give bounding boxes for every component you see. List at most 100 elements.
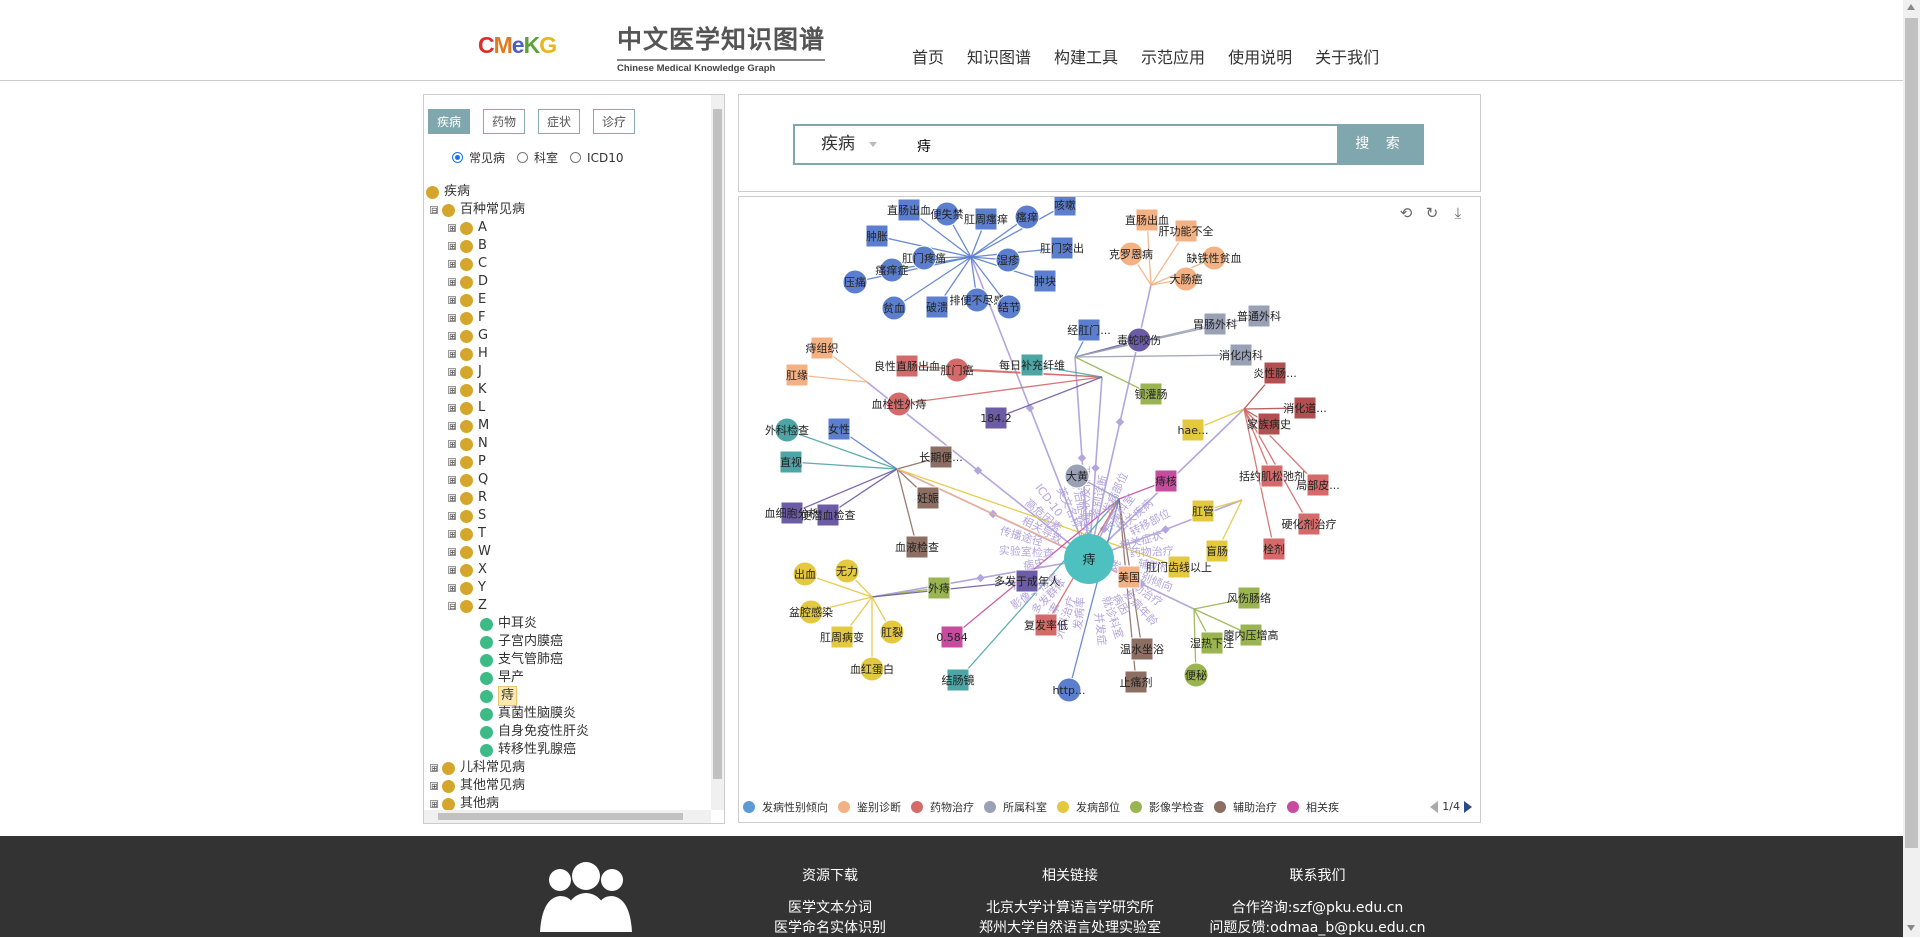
legend-item[interactable]: 发病性别倾向 [743,799,828,815]
tree-toggle-icon[interactable]: ⊞ [448,260,456,269]
search-button[interactable]: 搜 索 [1337,124,1424,165]
radio-department-label[interactable]: 科室 [534,151,559,165]
graph-node-square[interactable] [1033,269,1057,293]
graph-node-circle[interactable] [798,599,824,625]
download-icon[interactable]: ⤓ [1454,204,1462,222]
graph-node-square[interactable] [946,668,970,692]
graph-node-square[interactable] [1247,304,1271,328]
tree-toggle-icon[interactable]: ⊞ [448,422,456,431]
tree-toggle-icon[interactable]: ⊞ [448,476,456,485]
tree-scroll-thumb[interactable] [713,109,722,779]
nav-instructions[interactable]: 使用说明 [1228,48,1293,67]
tree-toggle-icon[interactable]: ⊞ [448,566,456,575]
graph-node-square[interactable] [905,535,929,559]
graph-node-square[interactable] [1117,565,1141,589]
graph-node-square[interactable] [1205,539,1229,563]
graph-node-square[interactable] [1020,353,1044,377]
knowledge-graph-canvas[interactable]: 临床症状及体征鉴别诊断发病部位所属科室相关疾病转移部位相关症状药物治疗辅助检查发… [739,197,1480,797]
graph-node-circle[interactable] [944,357,970,383]
graph-node-square[interactable] [929,445,953,469]
graph-node-square[interactable] [1293,396,1317,420]
legend-item[interactable]: 影像学检查 [1130,799,1204,815]
tree-leaf[interactable]: 早产 [480,669,524,687]
tree-toggle-icon[interactable]: ⊞ [448,296,456,305]
graph-center-node[interactable] [1064,534,1114,584]
legend-item[interactable]: 相关疾 [1287,799,1339,815]
graph-node-square[interactable] [1200,631,1224,655]
tree-toggle-icon[interactable]: ⊟ [430,206,438,215]
graph-node-square[interactable] [895,354,919,378]
graph-node-square[interactable] [830,625,854,649]
graph-node-square[interactable] [1191,499,1215,523]
graph-node-square[interactable] [780,501,804,525]
tree-toggle-icon[interactable]: ⊞ [448,458,456,467]
tree-letter[interactable]: ⊞A [448,219,487,237]
legend-item[interactable]: 药物治疗 [911,799,974,815]
tab-drug[interactable]: 药物 [483,109,526,134]
tree-toggle-icon[interactable]: ⊞ [448,404,456,413]
graph-node-square[interactable] [1181,418,1205,442]
tree-group[interactable]: ⊟百种常见病 [430,201,525,219]
tree-toggle-icon[interactable]: ⊞ [448,314,456,323]
tree-toggle-icon[interactable]: ⊞ [448,494,456,503]
footer-link[interactable]: 郑州大学自然语言处理实验室 [979,920,1161,936]
undo-icon[interactable]: ⟲ [1399,204,1413,222]
tree-leaf[interactable]: 转移性乳腺癌 [480,741,576,759]
graph-node-square[interactable] [1203,312,1227,336]
search-input[interactable] [915,134,1339,158]
graph-node-square[interactable] [785,363,809,387]
scroll-down-arrow[interactable] [1907,925,1915,931]
graph-node-square[interactable] [1015,569,1039,593]
radio-icd10[interactable] [570,152,582,163]
graph-node-square[interactable] [1260,464,1284,488]
tree-leaf[interactable]: 痔 [480,686,518,706]
graph-node-circle[interactable] [792,561,818,587]
cmekg-logo[interactable]: CMeKG [478,32,557,59]
graph-node-circle[interactable] [996,294,1022,320]
footer-link[interactable]: 北京大学计算语言学研究所 [986,900,1154,916]
graph-node-square[interactable] [927,576,951,600]
footer-link[interactable]: 医学文本分词 [788,900,872,916]
graph-node-circle[interactable] [1014,204,1040,230]
prev-page-icon[interactable] [1430,800,1439,813]
graph-node-circle[interactable] [1126,327,1152,353]
footer-link[interactable]: 医学命名实体识别 [774,920,886,936]
graph-node-square[interactable] [940,625,964,649]
tree-toggle-icon[interactable]: ⊞ [448,512,456,521]
tree-leaf[interactable]: 真菌性脑膜炎 [480,705,576,723]
graph-node-square[interactable] [1053,197,1077,217]
tree-toggle-icon[interactable]: ⊞ [448,350,456,359]
tree-toggle-icon[interactable]: ⊞ [448,440,456,449]
graph-node-square[interactable] [974,207,998,231]
graph-node-circle[interactable] [859,656,885,682]
graph-node-square[interactable] [916,486,940,510]
graph-node-square[interactable] [810,336,834,360]
graph-node-circle[interactable] [879,619,905,645]
graph-node-circle[interactable] [842,269,868,295]
tree-toggle-icon[interactable]: ⊞ [448,584,456,593]
legend-item[interactable]: 鉴别诊断 [838,799,901,815]
graph-node-square[interactable] [1135,208,1159,232]
tree-leaf[interactable]: 子宫内膜癌 [480,633,563,651]
tab-diagnosis[interactable]: 诊疗 [593,109,636,134]
graph-node-square[interactable] [1237,586,1261,610]
graph-node-square[interactable] [1263,361,1287,385]
tree-toggle-icon[interactable]: ⊞ [430,764,438,773]
tree-letter[interactable]: ⊞P [448,453,486,471]
graph-node-square[interactable] [1229,343,1253,367]
graph-node-square[interactable] [1077,318,1101,342]
graph-node-square[interactable] [1174,219,1198,243]
graph-node-square[interactable] [1306,473,1330,497]
legend-item[interactable]: 辅助治疗 [1214,799,1277,815]
tree-leaf[interactable]: 支气管肺癌 [480,651,563,669]
tree-letter[interactable]: ⊞R [448,489,487,507]
graph-node-square[interactable] [816,503,840,527]
tree-horizontal-scrollbar[interactable] [424,810,711,823]
graph-node-circle[interactable] [1183,662,1209,688]
graph-node-circle[interactable] [774,417,800,443]
graph-node-square[interactable] [1239,623,1263,647]
tree-letter[interactable]: ⊞Q [448,471,488,489]
tree-letter[interactable]: ⊞H [448,345,488,363]
tree-letter[interactable]: ⊞W [448,543,491,561]
tree-group[interactable]: ⊞儿科常见病 [430,759,525,777]
